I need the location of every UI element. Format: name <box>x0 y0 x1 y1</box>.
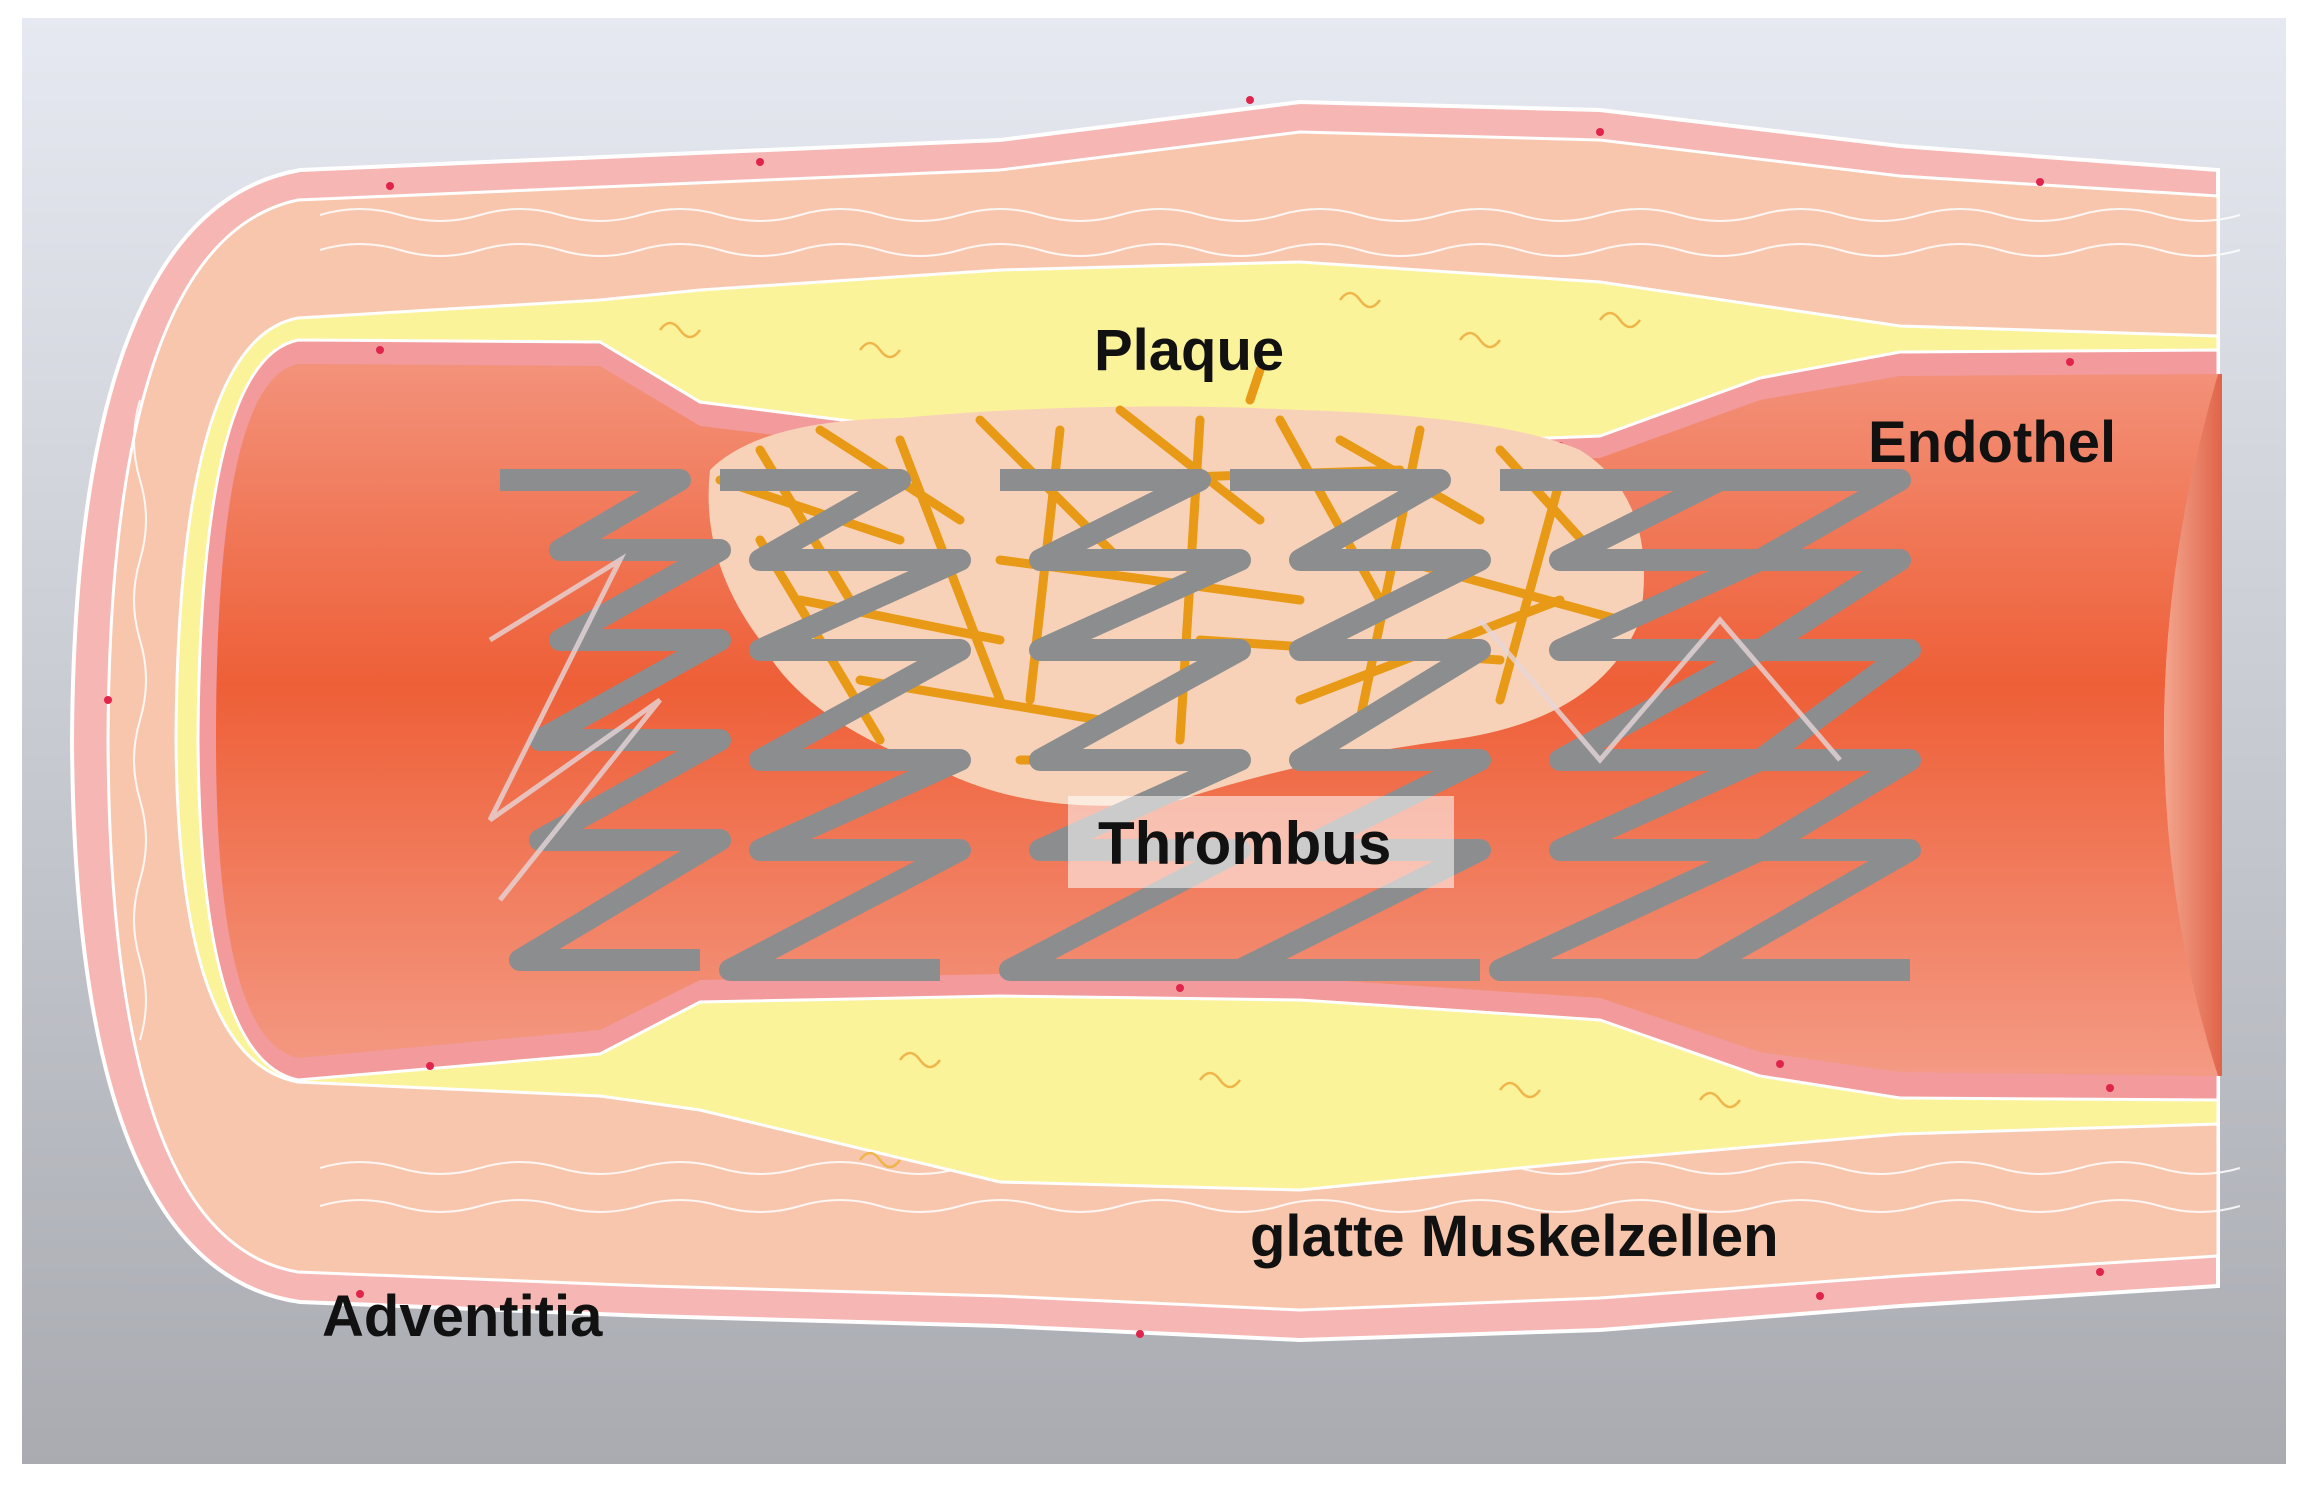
label-thrombus-background <box>1068 796 1454 888</box>
cell-dots <box>104 96 2114 1338</box>
stent-back <box>487 553 1842 902</box>
label-adventitia: Adventitia <box>322 1284 603 1349</box>
label-plaque: Plaque <box>1094 318 1285 383</box>
plaque-texture <box>658 291 1742 1169</box>
label-endothel: Endothel <box>1868 410 2117 475</box>
label-glatte-muskelzellen: glatte Muskelzellen <box>1250 1204 1779 1269</box>
muscle-texture <box>133 208 2241 1213</box>
lumen-opening <box>2164 374 2222 1076</box>
label-thrombus: Thrombus <box>1098 810 1392 877</box>
